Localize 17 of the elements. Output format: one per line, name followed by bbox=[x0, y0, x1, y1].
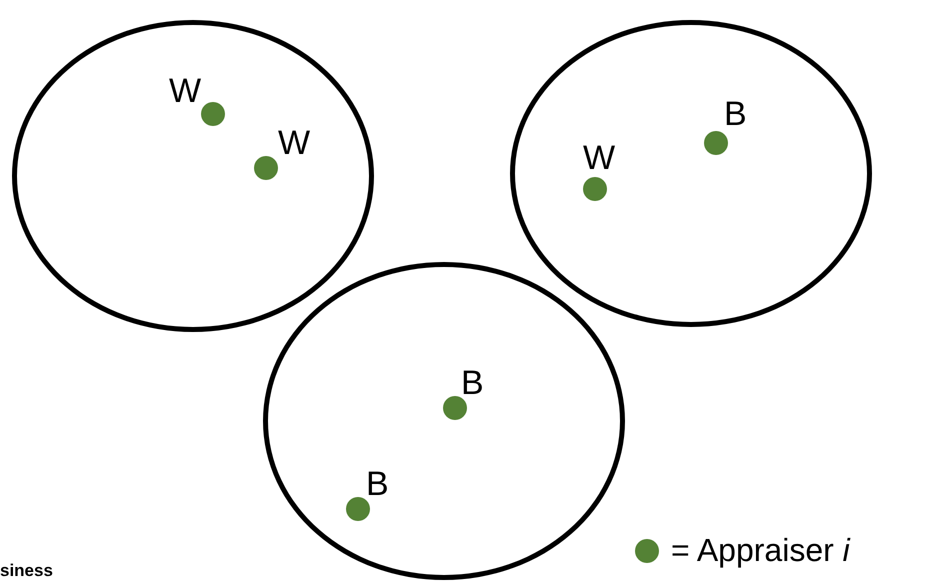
dot-label: B bbox=[724, 97, 747, 131]
dot-label: B bbox=[461, 366, 484, 400]
cut-off-text: siness bbox=[0, 562, 53, 579]
group-ellipse bbox=[510, 20, 872, 327]
appraiser-dot bbox=[443, 396, 467, 420]
appraiser-dot bbox=[346, 497, 370, 521]
dot-label: W bbox=[278, 126, 310, 160]
legend-text: = Appraiser i bbox=[671, 532, 850, 569]
dot-label: W bbox=[169, 74, 202, 108]
group-ellipse bbox=[12, 20, 374, 332]
group-ellipse bbox=[263, 262, 625, 580]
appraiser-dot bbox=[201, 102, 225, 126]
dot-label: W bbox=[583, 141, 616, 175]
appraiser-dot bbox=[583, 177, 607, 201]
dot-label: B bbox=[366, 467, 389, 501]
appraiser-dot bbox=[254, 156, 278, 180]
appraiser-dot bbox=[704, 131, 728, 155]
